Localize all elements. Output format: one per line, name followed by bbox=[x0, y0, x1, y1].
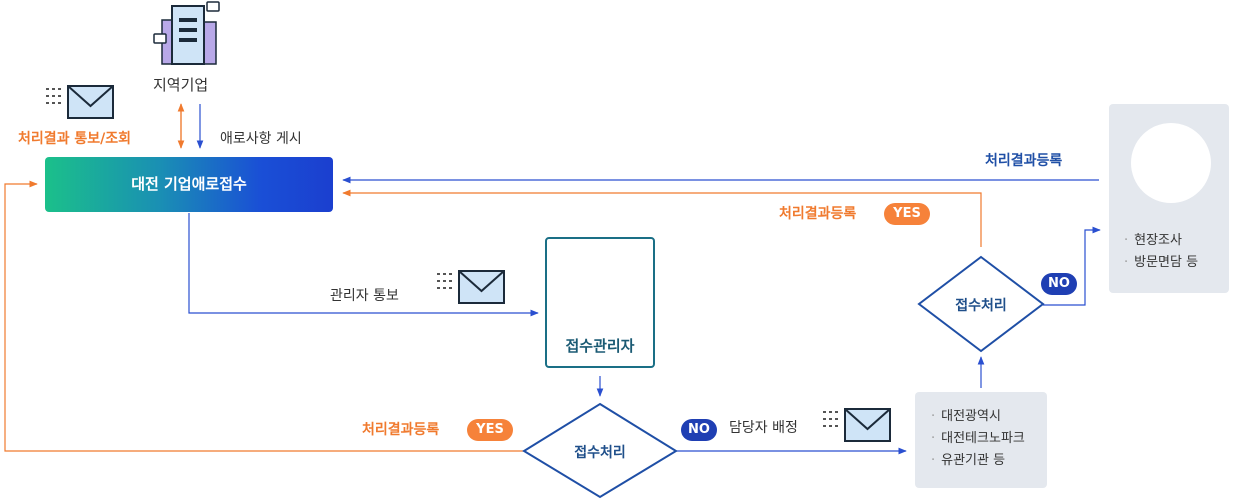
arrow-yes-mid bbox=[342, 189, 982, 247]
envelope-icon-top bbox=[46, 85, 114, 119]
company-label: 지역기업 bbox=[153, 76, 209, 94]
agency-item: 대전광역시 bbox=[931, 406, 1025, 428]
arrow-admin-notify bbox=[188, 213, 539, 317]
decision-diamond-left bbox=[522, 402, 678, 499]
building-icon bbox=[153, 1, 220, 65]
field-list: 현장조사 방문면담 등 bbox=[1124, 230, 1198, 274]
arrow-yes-bottom bbox=[4, 180, 524, 452]
label-result-notify: 처리결과 통보/조회 bbox=[18, 131, 132, 147]
yes-badge-mid: YES bbox=[884, 203, 930, 225]
label-admin-notify: 관리자 통보 bbox=[330, 288, 399, 304]
no-badge-right: NO bbox=[1041, 273, 1077, 295]
label-result-register-mid: 처리결과등록 bbox=[779, 206, 857, 222]
label-post-issue: 애로사항 게시 bbox=[220, 131, 302, 147]
envelope-icon-mid bbox=[437, 270, 505, 304]
field-item: 현장조사 bbox=[1124, 230, 1198, 252]
no-badge-bottom: NO bbox=[681, 419, 717, 441]
yes-badge-bottom: YES bbox=[467, 419, 513, 441]
label-result-register-bottom: 처리결과등록 bbox=[362, 422, 440, 438]
label-result-register-top: 처리결과등록 bbox=[985, 153, 1063, 169]
decision-label-left: 접수처리 bbox=[574, 445, 626, 461]
crane-circle bbox=[1131, 123, 1211, 203]
agency-item: 유관기관 등 bbox=[931, 450, 1025, 472]
field-item: 방문면담 등 bbox=[1124, 252, 1198, 274]
agencies-list: 대전광역시 대전테크노파크 유관기관 등 bbox=[931, 406, 1025, 472]
manager-box[interactable]: 접수관리자 bbox=[545, 237, 655, 368]
label-assign-staff: 담당자 배정 bbox=[729, 420, 798, 436]
agency-item: 대전테크노파크 bbox=[931, 428, 1025, 450]
main-receipt-box[interactable]: 대전 기업애로접수 bbox=[45, 157, 333, 212]
decision-diamond-right bbox=[917, 255, 1045, 353]
decision-label-right: 접수처리 bbox=[955, 298, 1007, 314]
manager-label: 접수관리자 bbox=[565, 337, 635, 355]
arrow-no-right bbox=[1043, 226, 1101, 306]
envelope-icon-bottom bbox=[823, 408, 891, 442]
